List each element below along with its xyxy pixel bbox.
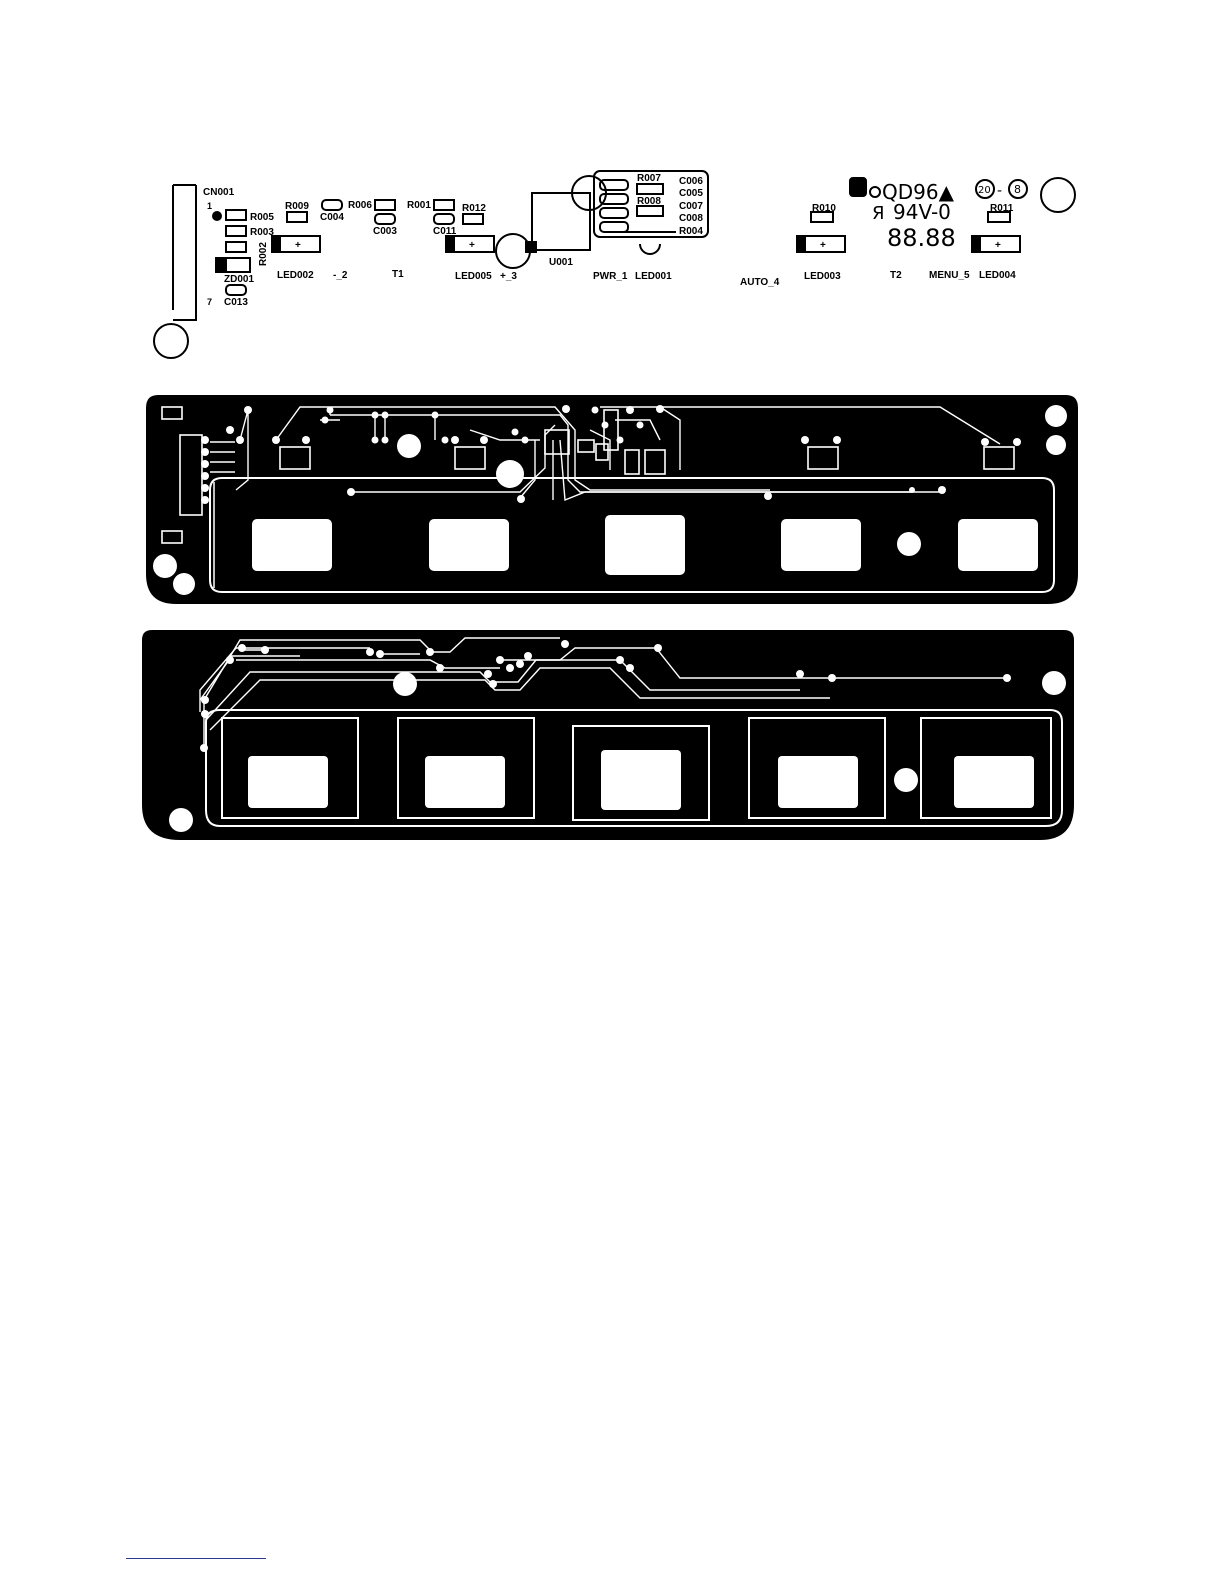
- c004-pad: [322, 200, 342, 210]
- label-c004: C004: [320, 212, 344, 223]
- r005-pad: [226, 210, 246, 220]
- r006-pad: [375, 200, 395, 210]
- r001-pad: [434, 200, 454, 210]
- footnote-rule: [126, 1558, 266, 1559]
- label-led002: LED002: [277, 270, 314, 281]
- touch-key-pad: [958, 519, 1038, 571]
- label-r011: R011: [990, 203, 1014, 214]
- u001-pin1: [526, 242, 536, 252]
- touch-key-pad: [429, 519, 509, 571]
- r003-pad: [226, 226, 246, 236]
- label-r009: R009: [285, 201, 309, 212]
- label-t2: T2: [890, 270, 902, 281]
- r009-pad: [287, 212, 307, 222]
- label-led-plus: +: [295, 240, 301, 251]
- led001-outline: [622, 232, 676, 254]
- r007-pad: [637, 184, 663, 194]
- label-cn001: CN001: [203, 187, 235, 198]
- label-r002: R002: [258, 242, 269, 266]
- mounting-hole-icon: [169, 808, 193, 832]
- label-auto-4: AUTO_4: [740, 277, 780, 288]
- label-led-plus: +: [995, 240, 1001, 251]
- label-r006: R006: [348, 200, 372, 211]
- label-c008: C008: [679, 213, 703, 224]
- touch-key-pad: [781, 519, 861, 571]
- label-r008: R008: [637, 196, 661, 207]
- bottom-copper-layer: [142, 630, 1074, 840]
- touch-key-pad: [252, 519, 332, 571]
- label-pin-last: 7: [207, 297, 212, 307]
- label-r005: R005: [250, 212, 274, 223]
- c013-pad: [226, 285, 246, 295]
- mounting-hole-icon: [1041, 178, 1075, 212]
- mounting-hole-icon: [397, 434, 421, 458]
- label-led-plus: +: [820, 240, 826, 251]
- connector-outline: [173, 185, 196, 320]
- zd001-band: [216, 258, 226, 272]
- label-c003: C003: [373, 226, 397, 237]
- mounting-hole-icon: [173, 573, 195, 595]
- touch-key-pad: [605, 515, 685, 575]
- label-r010: R010: [812, 203, 836, 214]
- label-c005: C005: [679, 188, 703, 199]
- mounting-hole-icon: [393, 672, 417, 696]
- label-u001: U001: [549, 257, 573, 268]
- c003-pad: [375, 214, 395, 224]
- label-r007: R007: [637, 173, 661, 184]
- r002-pad: [226, 242, 246, 252]
- label-zd001: ZD001: [224, 274, 254, 285]
- r008-pad: [637, 206, 663, 216]
- top-copper-layer: [146, 395, 1078, 604]
- label-led-plus: +: [469, 240, 475, 251]
- pin1-dot: [213, 212, 221, 220]
- c-pad: [600, 222, 628, 232]
- touch-key-pad: [778, 756, 858, 808]
- ul-mark-icon: Я: [872, 203, 885, 224]
- mounting-hole-icon: [1042, 671, 1066, 695]
- mounting-hole-icon: [153, 554, 177, 578]
- touch-key-pad: [954, 756, 1034, 808]
- label-date-code-sep: -: [997, 183, 1002, 199]
- label-flammability: 94V-0: [893, 200, 951, 224]
- label-led004: LED004: [979, 270, 1016, 281]
- mounting-hole-icon: [894, 768, 918, 792]
- registered-mark: [870, 187, 880, 197]
- r012-pad: [463, 214, 483, 224]
- label-c006: C006: [679, 176, 703, 187]
- label-r003: R003: [250, 227, 274, 238]
- label-display-digits: 88.88: [887, 224, 956, 252]
- label-date-code-a: 20: [978, 185, 991, 196]
- label-date-code-b: 8: [1014, 183, 1021, 196]
- mounting-hole-icon: [154, 324, 188, 358]
- label-led003: LED003: [804, 271, 841, 282]
- label-pin-first: 1: [207, 201, 212, 211]
- touch-key-pad: [601, 750, 681, 810]
- touch-key-pad: [425, 756, 505, 808]
- label-r012: R012: [462, 203, 486, 214]
- mounting-hole-icon: [1045, 405, 1067, 427]
- label-t1: T1: [392, 269, 404, 280]
- label-c013: C013: [224, 297, 248, 308]
- label-plus-3: +_3: [500, 271, 517, 282]
- mounting-hole-icon: [1046, 435, 1066, 455]
- label-led001: LED001: [635, 271, 672, 282]
- c011-pad: [434, 214, 454, 224]
- label-c011: C011: [433, 226, 457, 237]
- recycle-mark-icon: [850, 178, 866, 196]
- mounting-hole-icon: [897, 532, 921, 556]
- u001-outline: [532, 193, 590, 250]
- c-pad: [600, 208, 628, 218]
- mounting-hole-icon: [496, 460, 524, 488]
- label-r001: R001: [407, 200, 431, 211]
- label-led005: LED005: [455, 271, 492, 282]
- label-minus-2: -_2: [333, 270, 348, 281]
- mounting-hole-icon: [496, 234, 530, 268]
- label-menu-5: MENU_5: [929, 270, 970, 281]
- touch-key-pad: [248, 756, 328, 808]
- label-c007: C007: [679, 201, 703, 212]
- label-r004: R004: [679, 226, 703, 237]
- label-pwr-1: PWR_1: [593, 271, 628, 282]
